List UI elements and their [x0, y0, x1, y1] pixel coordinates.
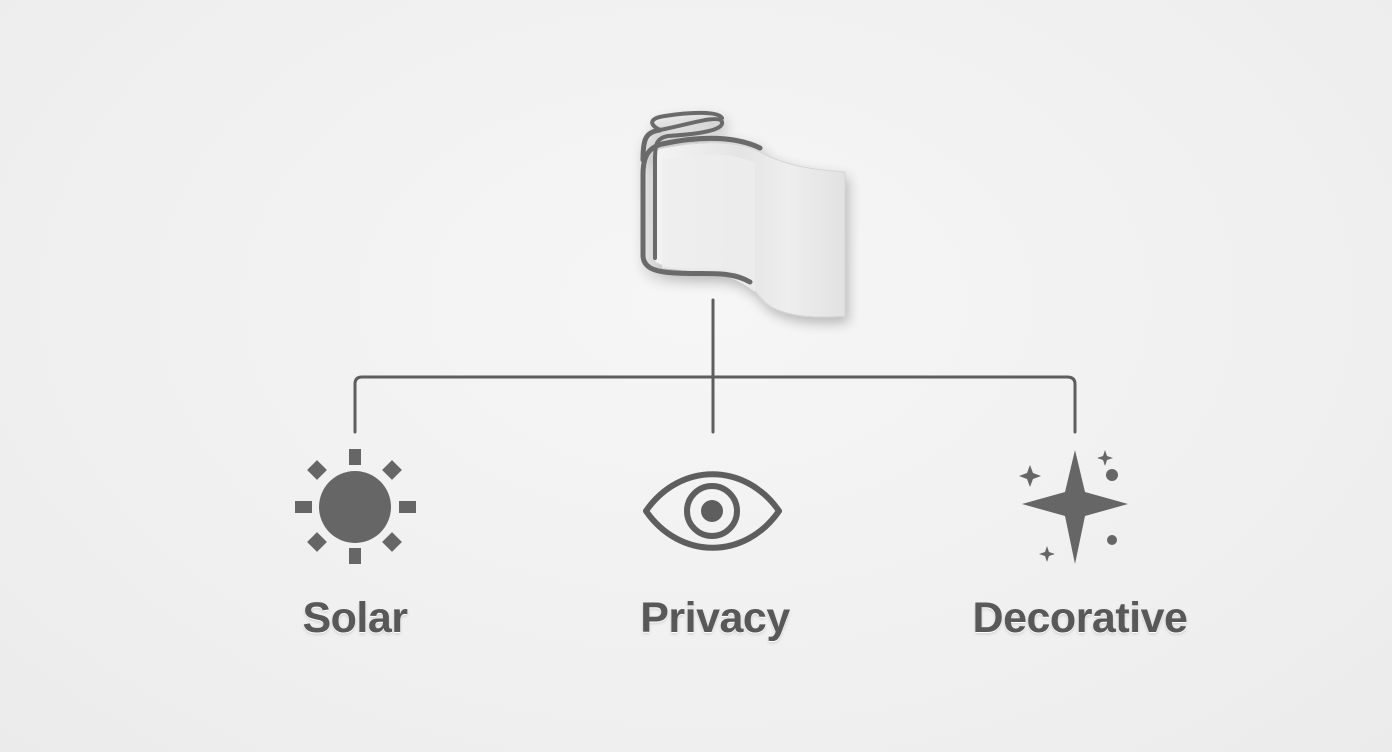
- film-roll-icon: [640, 110, 846, 318]
- branch-label-solar: Solar: [302, 594, 408, 642]
- branch-label-privacy: Privacy: [640, 594, 790, 642]
- sun-icon: [295, 449, 416, 564]
- sparkle-icon: [1019, 450, 1128, 564]
- connector-lines: [353, 298, 1077, 434]
- connector-horizontal: [353, 375, 1077, 434]
- branch-label-decorative: Decorative: [972, 594, 1188, 642]
- eye-icon: [643, 471, 782, 551]
